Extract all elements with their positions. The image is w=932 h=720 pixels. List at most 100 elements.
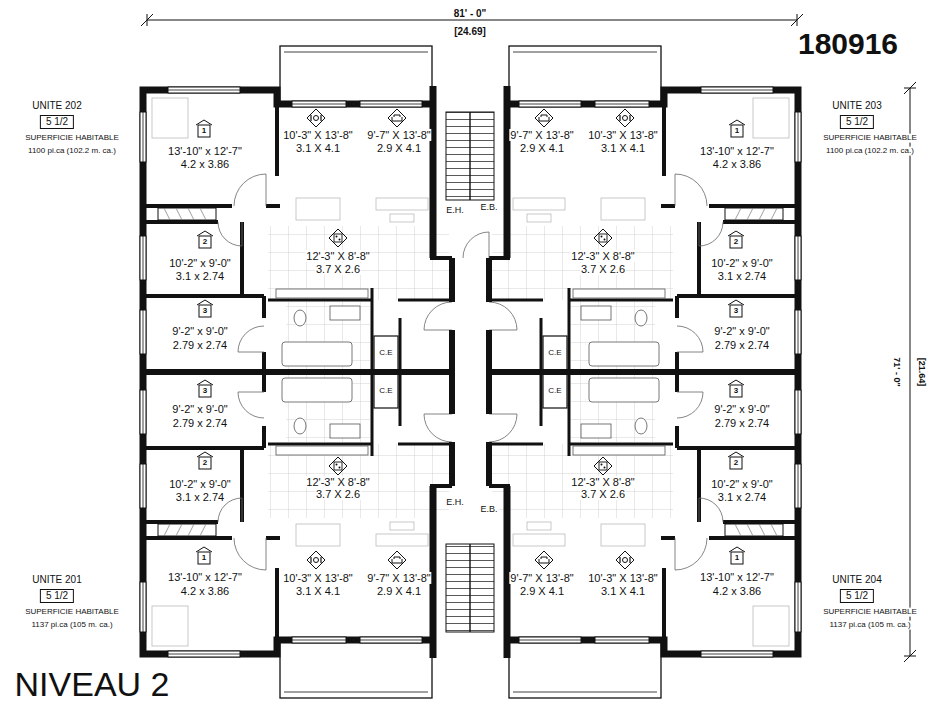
area-note: SUPERFICIE HABITABLE <box>24 134 120 143</box>
stair-tag: E.B. <box>479 505 498 515</box>
unit-type: 5 1/2 <box>846 116 868 127</box>
room-dimension: 10'-2" x 9'-0" <box>168 257 232 269</box>
icon-number: 3 <box>733 307 739 316</box>
room-dimension: 10'-3" X 13'-8" <box>587 572 659 584</box>
stair-tag: E.H. <box>445 498 465 508</box>
closet-tag: C.E <box>547 349 562 358</box>
corridor-wall <box>452 258 489 486</box>
room-dimension: 2.79 x 2.74 <box>714 417 770 429</box>
room-dimension: 3.7 X 2.6 <box>580 263 626 275</box>
unit-name: UNITE 202 <box>31 100 82 111</box>
room-dimension: 10'-3" X 13'-8" <box>282 572 354 584</box>
stair-core <box>430 86 510 258</box>
room-dimension: 4.2 x 3.86 <box>180 585 230 597</box>
room-dimension: 9'-7" X 13'-8" <box>509 129 574 141</box>
room-dimension: 9'-2" x 9'-0" <box>713 403 770 415</box>
room-dimension: 12'-3" X 8'-8" <box>570 476 635 488</box>
room-dimension: 13'-10" x 12'-7" <box>699 145 775 157</box>
room-dimension: 2.9 X 4.1 <box>519 585 565 597</box>
dimension-text: 81' - 0" <box>453 8 488 19</box>
room-icon <box>196 109 745 569</box>
room-dimension: 10'-2" x 9'-0" <box>710 257 774 269</box>
dimension-text: [21.64] <box>916 357 926 388</box>
unit-quadrant <box>489 46 801 372</box>
room-dimension: 9'-2" x 9'-0" <box>171 403 228 415</box>
room-dimension: 3.1 X 4.1 <box>600 585 646 597</box>
area-note: 1137 pi.ca (105 m. ca.) <box>30 621 113 630</box>
room-dimension: 13'-10" x 12'-7" <box>699 571 775 583</box>
room-dimension: 3.1 x 2.74 <box>175 491 225 503</box>
unit-type-box: 5 1/2 <box>40 589 74 603</box>
room-dimension: 10'-2" x 9'-0" <box>168 478 232 490</box>
stair-tag: E.H. <box>445 206 465 216</box>
room-dimension: 10'-3" X 13'-8" <box>587 129 659 141</box>
room-dimension: 9'-2" x 9'-0" <box>171 325 228 337</box>
icon-number: 3 <box>733 387 739 396</box>
room-dimension: 3.1 x 2.74 <box>717 491 767 503</box>
icon-number: 1 <box>734 554 740 563</box>
room-dimension: 3.1 X 4.1 <box>600 142 646 154</box>
room-dimension: 9'-7" X 13'-8" <box>509 572 574 584</box>
closet-tag: C.E <box>378 349 393 358</box>
room-dimension: 3.7 X 2.6 <box>580 488 626 500</box>
room-dimension: 3.1 X 4.1 <box>295 142 341 154</box>
closet-tag: C.E <box>378 387 393 396</box>
drawing-number: 180916 <box>797 27 899 60</box>
room-dimension: 12'-3" X 8'-8" <box>570 250 635 262</box>
unit-quadrant <box>489 372 801 698</box>
room-dimension: 10'-3" X 13'-8" <box>282 129 354 141</box>
area-note: SUPERFICIE HABITABLE <box>24 608 120 617</box>
level-title: NIVEAU 2 <box>15 666 170 703</box>
icon-number: 3 <box>202 307 208 316</box>
icon-number: 2 <box>733 238 739 247</box>
area-note: SUPERFICIE HABITABLE <box>822 134 918 143</box>
room-dimension: 4.2 x 3.86 <box>712 585 762 597</box>
dimension-line <box>141 14 916 662</box>
room-dimension: 2.9 X 4.1 <box>519 142 565 154</box>
unit-type-box: 5 1/2 <box>40 115 74 129</box>
room-dimension: 13'-10" x 12'-7" <box>167 145 243 157</box>
unit-type: 5 1/2 <box>846 590 868 601</box>
room-dimension: 2.9 X 4.1 <box>376 585 422 597</box>
icon-number: 2 <box>733 459 739 468</box>
unit-type: 5 1/2 <box>46 116 68 127</box>
unit-quadrant <box>140 372 452 698</box>
dimension-text: [24.69] <box>453 26 487 37</box>
icon-number: 3 <box>202 387 208 396</box>
room-dimension: 3.1 x 2.74 <box>175 270 225 282</box>
dimension-text: 71' - 0" <box>891 356 901 387</box>
icon-number: 1 <box>201 127 207 136</box>
unit-quadrant <box>140 46 452 372</box>
stair-tag: E.B. <box>479 203 498 213</box>
room-dimension: 3.7 X 2.6 <box>315 263 361 275</box>
room-dimension: 2.79 x 2.74 <box>172 339 228 351</box>
room-dimension: 9'-7" X 13'-8" <box>366 572 431 584</box>
room-dimension: 12'-3" X 8'-8" <box>305 250 370 262</box>
room-dimension: 12'-3" X 8'-8" <box>305 476 370 488</box>
unit-type: 5 1/2 <box>46 590 68 601</box>
room-dimension: 13'-10" x 12'-7" <box>167 571 243 583</box>
unit-type-box: 5 1/2 <box>840 589 874 603</box>
unit-type-box: 5 1/2 <box>840 115 874 129</box>
icon-number: 1 <box>201 554 207 563</box>
area-note: 1137 pi.ca (105 m. ca.) <box>828 621 911 630</box>
room-dimension: 4.2 x 3.86 <box>712 158 762 170</box>
room-dimension: 2.79 x 2.74 <box>172 417 228 429</box>
room-dimension: 2.9 X 4.1 <box>376 142 422 154</box>
room-dimension: 3.7 X 2.6 <box>315 488 361 500</box>
room-dimension: 3.1 x 2.74 <box>717 270 767 282</box>
room-dimension: 4.2 x 3.86 <box>180 158 230 170</box>
area-note: 1100 pi.ca (102.2 m. ca.) <box>27 147 117 156</box>
party-wall <box>143 369 798 375</box>
room-dimension: 3.1 X 4.1 <box>295 585 341 597</box>
area-note: SUPERFICIE HABITABLE <box>822 608 918 617</box>
stair-core <box>430 486 510 658</box>
room-dimension: 10'-2" x 9'-0" <box>710 478 774 490</box>
unit-name: UNITE 203 <box>831 100 882 111</box>
unit-name: UNITE 204 <box>831 574 882 585</box>
area-note: 1100 pi.ca (102.2 m. ca.) <box>825 147 915 156</box>
unit-name: UNITE 201 <box>31 574 82 585</box>
room-dimension: 9'-7" X 13'-8" <box>366 129 431 141</box>
